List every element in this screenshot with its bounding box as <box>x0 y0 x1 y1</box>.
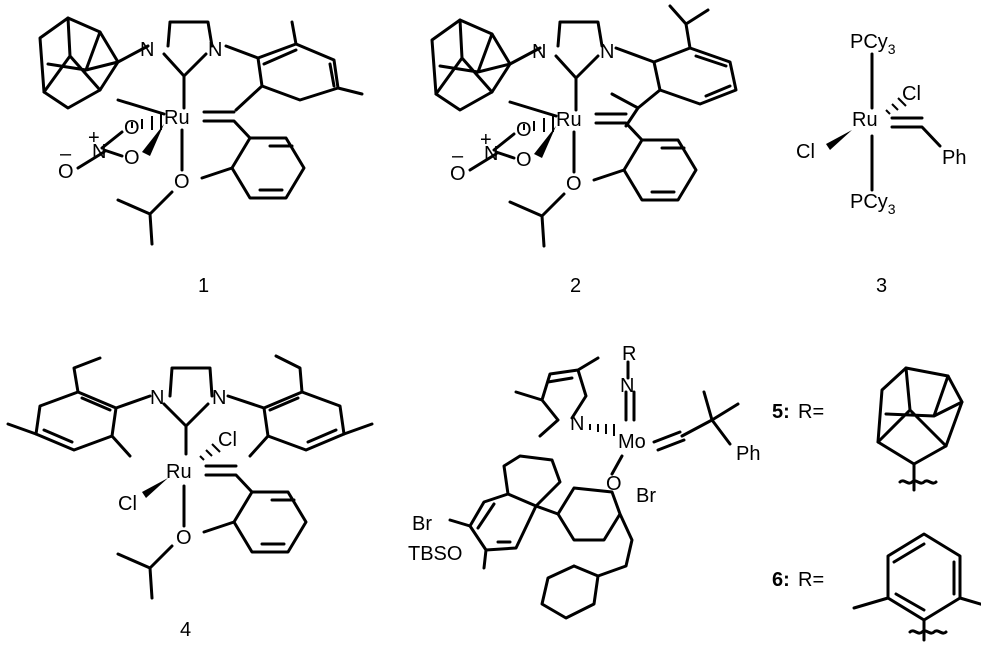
atom-br: Br <box>636 485 656 507</box>
atom-o: O <box>516 119 532 141</box>
wedge-bond <box>534 126 556 158</box>
hashed-bond <box>131 114 162 130</box>
charge-plus: + <box>480 129 492 151</box>
compound-3-number: 3 <box>876 275 887 297</box>
compound-1: N N Ru O O N + – O O 1 <box>38 16 364 297</box>
atom-n: N <box>92 141 106 163</box>
r-group-6: 6: R= <box>772 532 981 642</box>
atom-ph: Ph <box>736 443 760 465</box>
atom-pcy: PCy3 <box>850 31 896 57</box>
compound-1-number: 1 <box>198 275 209 297</box>
atom-br: Br <box>412 513 432 535</box>
atom-n: N <box>532 41 546 63</box>
atom-n: N <box>484 143 498 165</box>
atom-cl: Cl <box>796 141 815 163</box>
atom-ru: Ru <box>166 461 192 483</box>
wedge-bond <box>826 130 852 150</box>
wavy-bond <box>898 479 938 485</box>
atom-ru: Ru <box>164 107 190 129</box>
atom-o: O <box>124 147 140 169</box>
compound-5-number: 5: <box>772 401 790 423</box>
wedge-bond <box>142 124 164 156</box>
r-label: R= <box>798 569 824 591</box>
charge-minus: – <box>452 145 464 167</box>
hashed-bond <box>523 116 554 132</box>
atom-o: O <box>516 149 532 171</box>
atom-o: O <box>606 473 622 495</box>
atom-cl: Cl <box>902 83 921 105</box>
compound-4: N N Cl Ru Cl O 4 <box>6 354 374 641</box>
wavy-bond <box>908 629 948 635</box>
atom-o: O <box>124 117 140 139</box>
hashed-bond <box>589 424 615 436</box>
charge-plus: + <box>88 127 100 149</box>
atom-ru: Ru <box>556 109 582 131</box>
atom-n: N <box>150 387 164 409</box>
atom-o: O <box>176 527 192 549</box>
compound-6-number: 6: <box>772 569 790 591</box>
atom-n: N <box>140 39 154 61</box>
compound-3: PCy3 Cl Ru Cl Ph PCy3 3 <box>796 31 966 297</box>
atom-o: O <box>58 161 74 183</box>
compound-2-number: 2 <box>570 275 581 297</box>
hashed-bond <box>199 443 221 461</box>
atom-cl: Cl <box>218 429 237 451</box>
r-label: R= <box>798 401 824 423</box>
atom-n: N <box>212 387 226 409</box>
charge-minus: – <box>60 143 72 165</box>
atom-ru: Ru <box>852 109 878 131</box>
hashed-bond <box>885 97 907 115</box>
atom-n: N <box>208 39 222 61</box>
atom-ph: Ph <box>942 147 966 169</box>
atom-o: O <box>450 163 466 185</box>
atom-pcy: PCy3 <box>850 191 896 217</box>
atom-tbso: TBSO <box>408 543 462 565</box>
atom-o: O <box>566 173 582 195</box>
wedge-bond <box>142 478 168 498</box>
atom-n: N <box>620 375 634 397</box>
compound-2: N N Ru O O N + – O O 2 <box>430 4 738 297</box>
r-group-5: 5: R= <box>772 366 964 492</box>
compound-4-number: 4 <box>180 619 191 641</box>
compound-mo-core: R N N Mo Ph O Br Br TBSO <box>408 343 760 620</box>
atom-o: O <box>174 171 190 193</box>
atom-cl: Cl <box>118 493 137 515</box>
atom-n: N <box>570 413 584 435</box>
atom-n: N <box>600 41 614 63</box>
atom-r: R <box>622 343 636 365</box>
atom-mo: Mo <box>618 431 646 453</box>
